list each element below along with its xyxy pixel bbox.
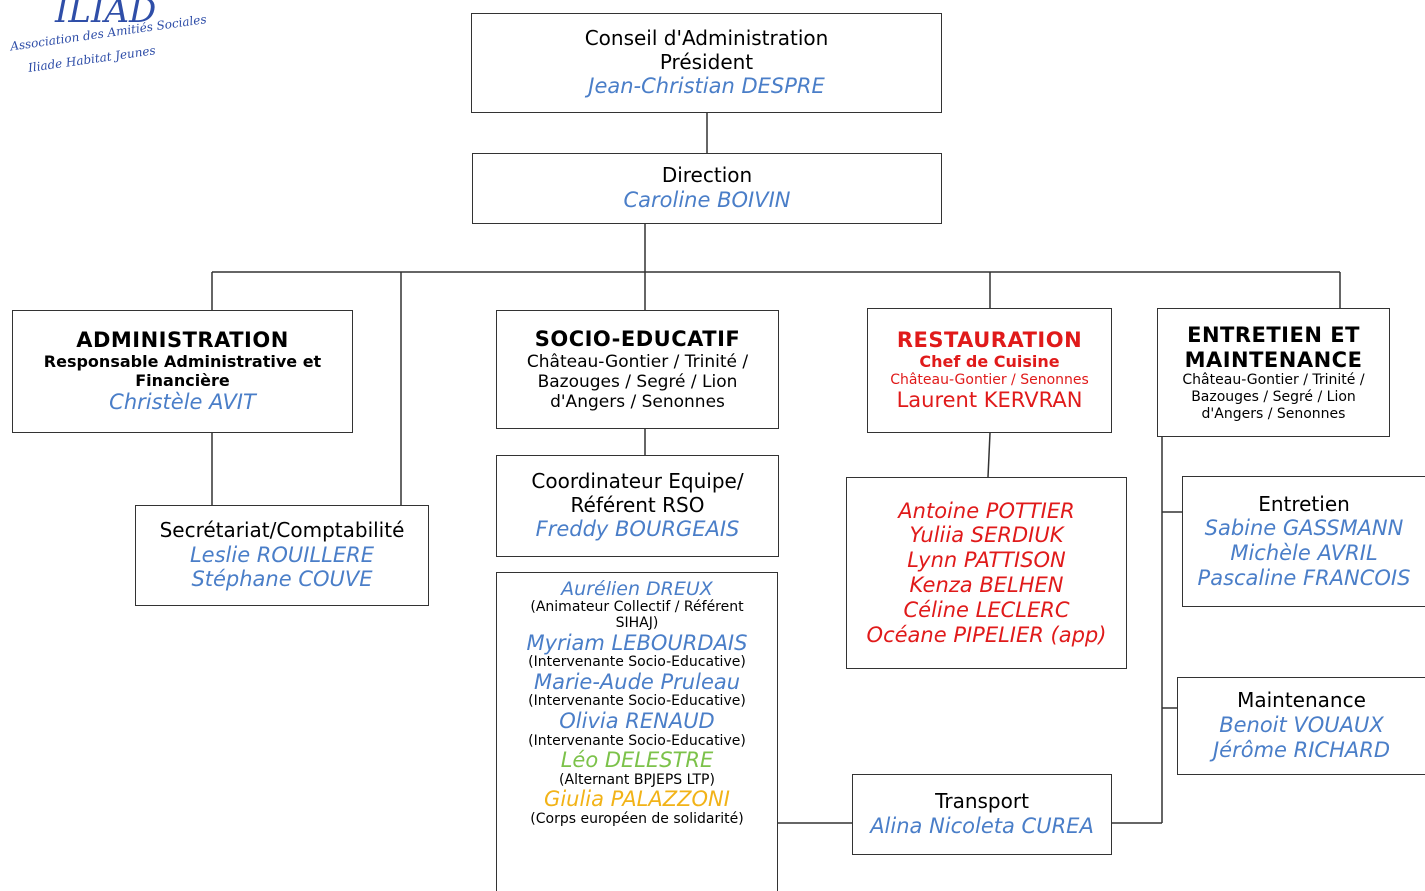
conseil-title: Conseil d'Administration bbox=[584, 26, 829, 51]
socio-team-box: Aurélien DREUX (Animateur Collectif / Ré… bbox=[496, 572, 778, 891]
coordinateur-box: Coordinateur Equipe/ Référent RSO Freddy… bbox=[496, 455, 779, 557]
socio-site-2: Bazouges / Segré / Lion bbox=[537, 371, 738, 392]
administration-role-2: Financière bbox=[135, 370, 230, 390]
entretien-name: Michèle AVRIL bbox=[1230, 540, 1378, 565]
team-member-name: Olivia RENAUD bbox=[559, 708, 715, 733]
maintenance-box: Maintenance Benoit VOUAUX Jérôme RICHARD bbox=[1177, 677, 1425, 775]
socio-educatif-box: SOCIO-EDUCATIF Château-Gontier / Trinité… bbox=[496, 310, 779, 429]
team-member-name: Aurélien DREUX bbox=[561, 578, 713, 600]
cuisine-member: Kenza BELHEN bbox=[909, 573, 1064, 597]
entretien-name: Sabine GASSMANN bbox=[1204, 516, 1404, 541]
entretien-maintenance-site: d'Angers / Senonnes bbox=[1201, 405, 1346, 422]
team-member-role: (Intervenante Socio-Educative) bbox=[528, 732, 746, 749]
socio-site-1: Château-Gontier / Trinité / bbox=[526, 351, 749, 372]
restauration-sites: Château-Gontier / Senonnes bbox=[890, 371, 1089, 388]
maintenance-name: Benoit VOUAUX bbox=[1219, 713, 1384, 738]
restauration-title: RESTAURATION bbox=[896, 328, 1083, 353]
socio-title: SOCIO-EDUCATIF bbox=[534, 327, 741, 352]
conseil-role: Président bbox=[659, 49, 754, 74]
maintenance-name: Jérôme RICHARD bbox=[1212, 737, 1390, 762]
team-member-role: SIHAJ) bbox=[615, 614, 659, 631]
coordinateur-title-1: Coordinateur Equipe/ bbox=[531, 469, 744, 494]
team-member-name: Marie-Aude Pruleau bbox=[533, 669, 741, 694]
entretien-box: Entretien Sabine GASSMANN Michèle AVRIL … bbox=[1182, 476, 1425, 607]
team-member-role: (Intervenante Socio-Educative) bbox=[528, 693, 746, 710]
administration-role-1: Responsable Administrative et bbox=[43, 351, 322, 371]
cuisine-member: Antoine POTTIER bbox=[898, 498, 1075, 523]
conseil-administration-box: Conseil d'Administration Président Jean-… bbox=[471, 13, 942, 113]
direction-name: Caroline BOIVIN bbox=[623, 187, 791, 212]
restauration-role: Chef de Cuisine bbox=[919, 351, 1060, 371]
association-logo: ILIAD Association des Amitiés Sociales I… bbox=[8, 0, 207, 75]
cuisine-member: Yuliia SERDIUK bbox=[909, 523, 1064, 548]
team-member-role: (Intervenante Socio-Educative) bbox=[528, 654, 746, 671]
coordinateur-title-2: Référent RSO bbox=[570, 492, 705, 517]
team-member-name: Léo DELESTRE bbox=[560, 748, 714, 773]
team-member-role: (Corps européen de solidarité) bbox=[530, 810, 744, 827]
cuisine-member: Océane PIPELIER (app) bbox=[866, 622, 1107, 647]
transport-title: Transport bbox=[935, 789, 1029, 814]
entretien-maintenance-site: Château-Gontier / Trinité / bbox=[1182, 372, 1365, 389]
direction-box: Direction Caroline BOIVIN bbox=[472, 153, 942, 224]
entretien-maintenance-site: Bazouges / Segré / Lion bbox=[1191, 389, 1356, 405]
coordinateur-name: Freddy BOURGEAIS bbox=[535, 517, 740, 542]
team-member-role: (Alternant BPJEPS LTP) bbox=[559, 771, 715, 788]
secretariat-title: Secrétariat/Comptabilité bbox=[159, 517, 405, 542]
maintenance-title: Maintenance bbox=[1237, 688, 1366, 713]
entretien-name: Pascaline FRANCOIS bbox=[1197, 565, 1411, 590]
restauration-name: Laurent KERVRAN bbox=[896, 388, 1083, 413]
entretien-maintenance-title-1: ENTRETIEN ET bbox=[1187, 322, 1360, 347]
entretien-maintenance-title-2: MAINTENANCE bbox=[1184, 347, 1363, 372]
transport-name: Alina Nicoleta CUREA bbox=[870, 813, 1094, 838]
administration-box: ADMINISTRATION Responsable Administrativ… bbox=[12, 310, 353, 433]
cuisine-member: Céline LECLERC bbox=[903, 597, 1070, 622]
entretien-title: Entretien bbox=[1258, 491, 1350, 516]
administration-title: ADMINISTRATION bbox=[76, 327, 289, 352]
restauration-box: RESTAURATION Chef de Cuisine Château-Gon… bbox=[867, 308, 1112, 433]
team-member-name: Giulia PALAZZONI bbox=[544, 787, 730, 812]
secretariat-box: Secrétariat/Comptabilité Leslie ROUILLER… bbox=[135, 505, 429, 606]
team-member-name: Myriam LEBOURDAIS bbox=[526, 630, 748, 655]
administration-name: Christèle AVIT bbox=[109, 390, 256, 415]
team-member-role: (Animateur Collectif / Référent bbox=[530, 599, 744, 616]
logo-abbr: ILIAD bbox=[54, 0, 156, 31]
cuisine-member: Lynn PATTISON bbox=[907, 548, 1066, 573]
cuisine-team-box: Antoine POTTIER Yuliia SERDIUK Lynn PATT… bbox=[846, 477, 1127, 669]
socio-site-3: d'Angers / Senonnes bbox=[550, 391, 725, 412]
secretariat-name-1: Leslie ROUILLERE bbox=[189, 542, 375, 567]
transport-box: Transport Alina Nicoleta CUREA bbox=[852, 774, 1112, 855]
secretariat-name-2: Stéphane COUVE bbox=[191, 567, 373, 592]
conseil-name: Jean-Christian DESPRE bbox=[588, 74, 825, 99]
direction-title: Direction bbox=[661, 163, 753, 188]
entretien-maintenance-box: ENTRETIEN ET MAINTENANCE Château-Gontier… bbox=[1157, 308, 1390, 437]
